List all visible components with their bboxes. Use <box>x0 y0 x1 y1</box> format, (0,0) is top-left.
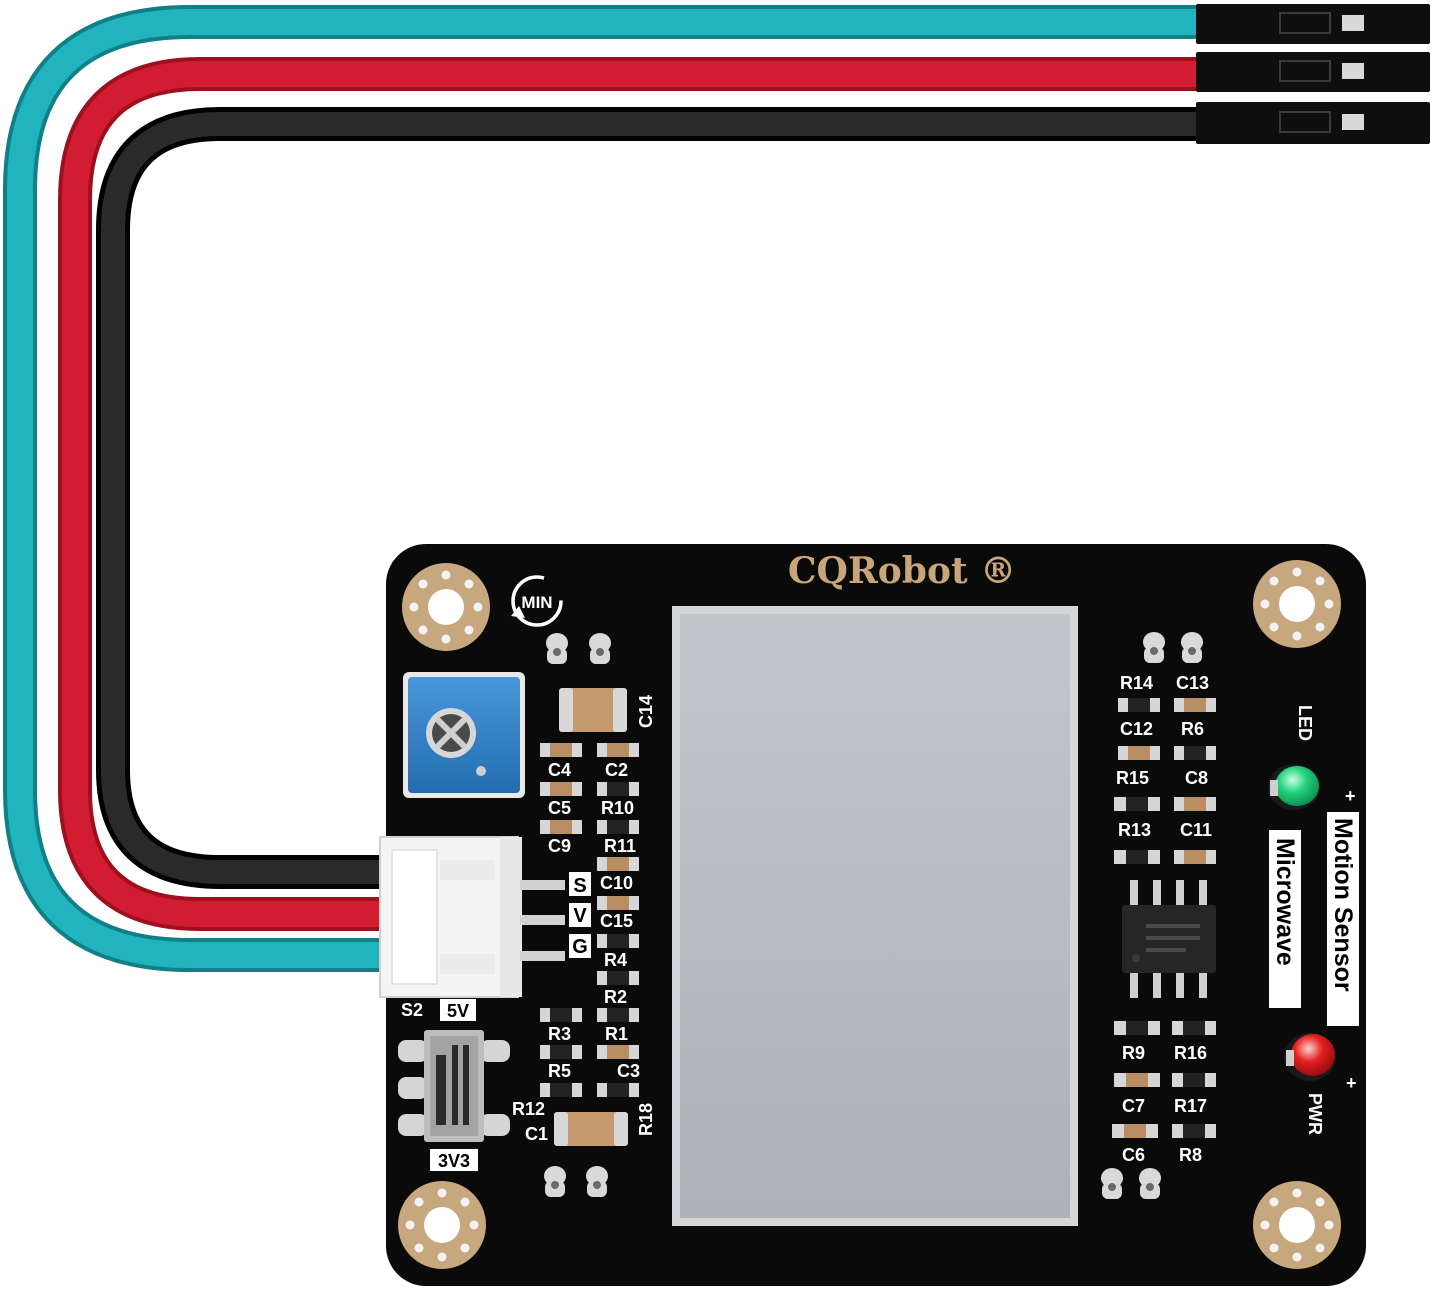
sensor-window <box>680 614 1070 1218</box>
label-r18: R18 <box>636 1103 656 1136</box>
microwave-box <box>1269 830 1301 1008</box>
pin-labels: S V G <box>569 872 591 958</box>
dupont-red <box>1196 52 1430 92</box>
ic-chip-icon <box>1122 880 1216 998</box>
dupont-cyan <box>1196 4 1430 44</box>
capacitor-c14 <box>559 688 627 732</box>
label-c6: C6 <box>1122 1145 1145 1165</box>
switch-5v-box <box>440 999 476 1021</box>
led-green-icon: + <box>1268 764 1356 810</box>
motion-sensor-label: Motion Sensor <box>1329 818 1357 992</box>
label-r5: R5 <box>548 1061 571 1081</box>
label-r4: R4 <box>604 950 627 970</box>
brand-label: CQRobot ® <box>788 550 1016 592</box>
min-label: MIN <box>521 593 552 612</box>
svg-text:+: + <box>1345 786 1356 806</box>
label-r3: R3 <box>548 1024 571 1044</box>
label-r8: R8 <box>1179 1145 1202 1165</box>
slide-switch-icon[interactable] <box>398 1030 510 1142</box>
switch-5v-label: 5V <box>447 1001 469 1021</box>
rotate-min-icon: MIN <box>511 575 563 627</box>
label-c8: C8 <box>1185 768 1208 788</box>
motion-sensor-box <box>1327 812 1359 1026</box>
label-r2: R2 <box>604 987 627 1007</box>
solder-pads <box>544 632 1203 1199</box>
mounting-hole-icon <box>398 560 1341 1269</box>
label-c7: C7 <box>1122 1096 1145 1116</box>
label-r12: R12 <box>512 1099 545 1119</box>
label-c11: C11 <box>1180 820 1212 840</box>
pwr-label: PWR <box>1305 1093 1325 1135</box>
label-c13: C13 <box>1176 673 1209 693</box>
wire-black <box>101 112 1200 884</box>
switch-3v3-label: 3V3 <box>438 1151 470 1171</box>
microwave-label: Microwave <box>1271 838 1299 966</box>
label-r16: R16 <box>1174 1043 1207 1063</box>
wire-red <box>62 61 1200 927</box>
label-c5: C5 <box>548 798 571 818</box>
right-silkscreen: R14 C13 C12 R6 R15 C8 R13 C11 R9 R16 C7 … <box>1116 673 1212 1165</box>
label-c12: C12 <box>1120 719 1153 739</box>
label-r11: R11 <box>604 836 636 856</box>
dupont-black <box>1196 102 1430 144</box>
switch-s2-label: S2 <box>401 1000 423 1020</box>
label-c9: C9 <box>548 836 571 856</box>
pcb-board: CQRobot ® MIN <box>379 544 1366 1286</box>
switch-3v3-box <box>430 1149 478 1171</box>
dupont-connector-icon <box>1196 4 1430 144</box>
pin-s-label: S <box>573 875 586 897</box>
wires <box>3 5 1200 972</box>
label-r1: R1 <box>605 1024 628 1044</box>
label-r10: R10 <box>601 798 634 818</box>
smd-right <box>1112 698 1216 1138</box>
label-r17: R17 <box>1174 1096 1207 1116</box>
potentiometer-icon[interactable] <box>403 672 525 798</box>
label-c15: C15 <box>600 911 633 931</box>
pin-g-label: G <box>572 936 588 958</box>
label-r6: R6 <box>1181 719 1204 739</box>
label-r15: R15 <box>1116 768 1149 788</box>
svg-text:+: + <box>1346 1073 1357 1093</box>
pin-v-label: V <box>573 905 587 927</box>
label-c2: C2 <box>605 760 628 780</box>
capacitor-c1 <box>554 1112 628 1146</box>
left-silkscreen: C4 C2 C5 R10 C9 R11 C10 C15 R4 R2 R3 R1 … <box>512 760 640 1144</box>
label-c1: C1 <box>525 1124 548 1144</box>
label-c3: C3 <box>617 1061 640 1081</box>
smd-left <box>540 743 639 1097</box>
label-c14: C14 <box>636 695 656 728</box>
label-r9: R9 <box>1122 1043 1145 1063</box>
wire-cyan <box>7 9 1200 968</box>
label-r14: R14 <box>1120 673 1153 693</box>
label-r13: R13 <box>1118 820 1151 840</box>
led-label: LED <box>1295 705 1315 741</box>
led-red-icon: + <box>1284 1033 1357 1093</box>
label-c10: C10 <box>600 873 633 893</box>
label-c4: C4 <box>548 760 571 780</box>
jst-connector-icon <box>379 836 565 998</box>
